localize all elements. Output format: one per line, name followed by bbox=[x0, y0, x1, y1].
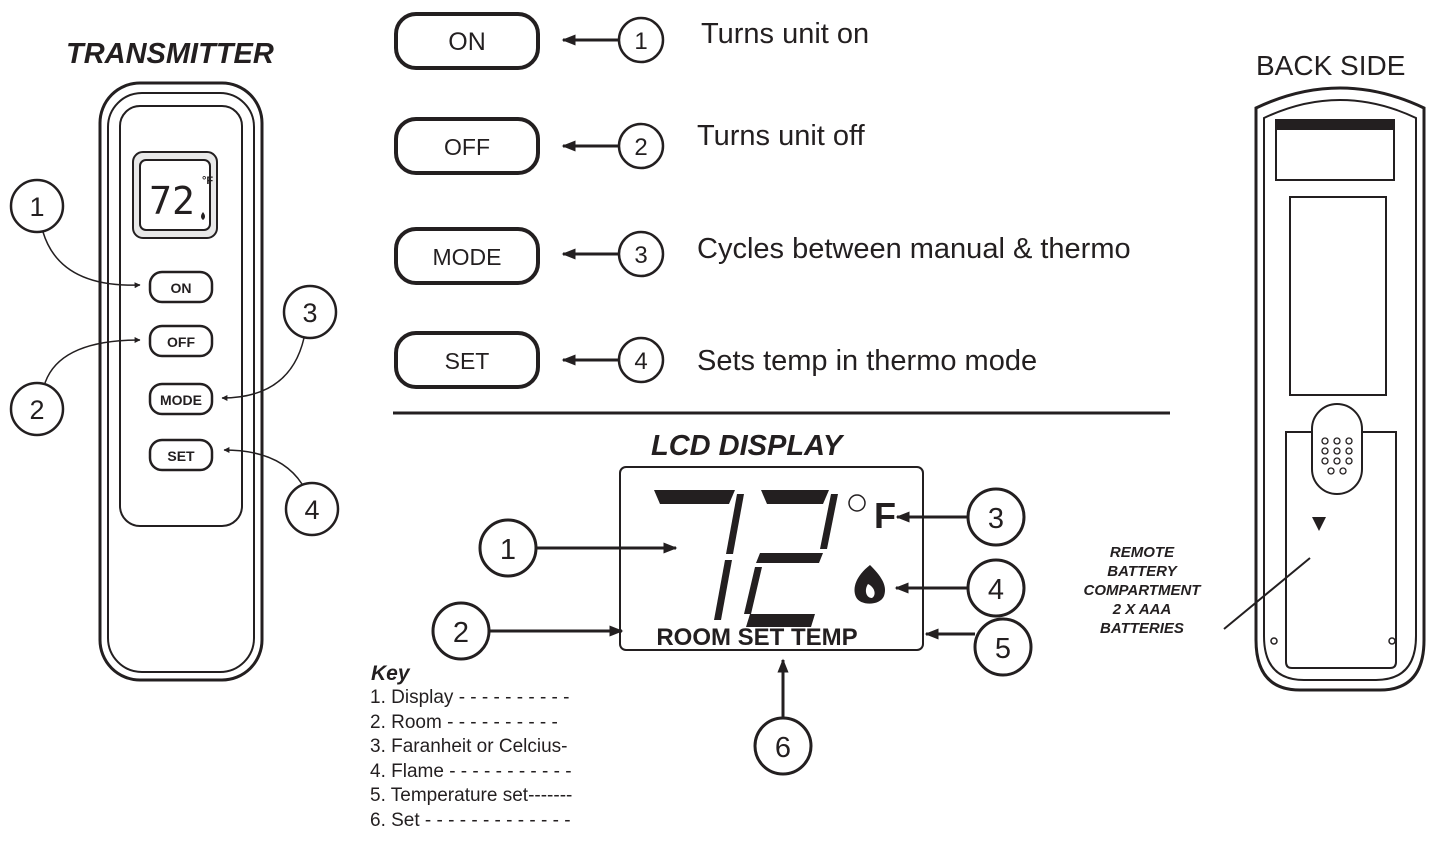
legend-desc-off: Turns unit off bbox=[697, 120, 865, 152]
transmitter-callout-4: 4 bbox=[223, 447, 340, 537]
legend-row-on: ON 1 bbox=[394, 12, 665, 70]
svg-text:MODE: MODE bbox=[160, 392, 202, 408]
back-side-title: BACK SIDE bbox=[1256, 50, 1406, 81]
svg-text:SET: SET bbox=[445, 348, 490, 374]
lcd-callout-3: 3 bbox=[895, 487, 1026, 547]
legend-row-mode: MODE 3 bbox=[394, 227, 665, 285]
lcd-flame-icon bbox=[854, 565, 886, 604]
svg-text:OFF: OFF bbox=[167, 334, 195, 350]
battery-note-line: COMPARTMENT bbox=[1083, 582, 1201, 599]
key-item: 4. Flame - - - - - - - - - - - bbox=[370, 760, 572, 782]
svg-text:3: 3 bbox=[302, 298, 317, 328]
svg-text:SET: SET bbox=[167, 448, 195, 464]
transmitter-flame-icon bbox=[201, 212, 205, 220]
back-side-remote bbox=[1254, 86, 1426, 692]
lcd-callout-2: 2 bbox=[431, 601, 624, 661]
svg-text:3: 3 bbox=[634, 242, 647, 269]
svg-text:1: 1 bbox=[634, 28, 647, 55]
svg-text:2: 2 bbox=[634, 134, 647, 161]
battery-note-line: REMOTE bbox=[1109, 544, 1175, 561]
lcd-digit-7 bbox=[654, 490, 744, 620]
lcd-callout-1: 1 bbox=[478, 518, 678, 578]
transmitter-button-set[interactable]: SET bbox=[148, 438, 214, 472]
legend-row-off: OFF 2 bbox=[394, 117, 665, 175]
battery-note: REMOTE BATTERY COMPARTMENT 2 X AAA BATTE… bbox=[1074, 543, 1210, 638]
lcd-value: 72 bbox=[0, 0, 2, 1]
svg-text:1: 1 bbox=[29, 192, 44, 222]
battery-note-line: BATTERY bbox=[1107, 563, 1177, 580]
key-item: 6. Set - - - - - - - - - - - - - bbox=[370, 809, 571, 831]
lcd-callout-4: 4 bbox=[894, 558, 1026, 618]
key-item: 3. Faranheit or Celcius- bbox=[370, 736, 568, 757]
transmitter-callout-2: 2 bbox=[9, 337, 141, 437]
svg-text:2: 2 bbox=[453, 617, 469, 649]
svg-text:2: 2 bbox=[29, 395, 44, 425]
key-title: Key bbox=[371, 662, 410, 685]
svg-text:MODE: MODE bbox=[433, 244, 502, 270]
transmitter-display-unit: °F bbox=[202, 175, 213, 187]
svg-text:ON: ON bbox=[448, 28, 486, 56]
lcd-callout-6: 6 bbox=[753, 658, 813, 776]
legend-desc-set: Sets temp in thermo mode bbox=[697, 345, 1038, 377]
key-list: 1. Display - - - - - - - - - - 2. Room -… bbox=[370, 686, 572, 833]
key-item: 1. Display - - - - - - - - - - bbox=[370, 687, 570, 708]
legend-desc-on: Turns unit on bbox=[701, 18, 870, 50]
battery-pointer-line bbox=[1223, 557, 1311, 630]
transmitter-title: TRANSMITTER bbox=[66, 38, 274, 70]
transmitter-display-value: 72 bbox=[149, 179, 195, 223]
lcd-callout-5: 5 bbox=[924, 617, 1033, 677]
lcd-title: LCD DISPLAY bbox=[651, 430, 843, 462]
lcd-unit: F bbox=[874, 495, 896, 536]
legend-desc-mode: Cycles between manual & thermo bbox=[697, 233, 1131, 265]
transmitter-button-off[interactable]: OFF bbox=[148, 324, 214, 358]
svg-text:6: 6 bbox=[775, 732, 791, 764]
key-item: 5. Temperature set------- bbox=[370, 785, 573, 806]
transmitter-callout-1: 1 bbox=[9, 178, 141, 289]
transmitter-callout-3: 3 bbox=[221, 284, 338, 401]
svg-text:ON: ON bbox=[171, 280, 192, 296]
svg-text:4: 4 bbox=[634, 348, 647, 375]
svg-text:5: 5 bbox=[995, 633, 1011, 665]
transmitter-button-on[interactable]: ON bbox=[148, 270, 214, 304]
key-item: 2. Room - - - - - - - - - - bbox=[370, 711, 558, 733]
transmitter-remote bbox=[98, 81, 264, 682]
svg-text:3: 3 bbox=[988, 503, 1004, 535]
battery-release-arrow-icon bbox=[1312, 517, 1326, 531]
lcd-status: ROOM SET TEMP bbox=[656, 624, 857, 651]
battery-note-line: BATTERIES bbox=[1100, 620, 1184, 637]
svg-text:1: 1 bbox=[500, 534, 516, 566]
legend-row-set: SET 4 bbox=[394, 331, 665, 389]
lcd-digit-2 bbox=[744, 490, 838, 627]
svg-text:4: 4 bbox=[304, 495, 319, 525]
svg-text:OFF: OFF bbox=[444, 134, 490, 160]
battery-note-line: 2 X AAA bbox=[1112, 601, 1172, 618]
transmitter-button-mode[interactable]: MODE bbox=[148, 382, 214, 416]
lcd-degree-icon bbox=[848, 494, 866, 512]
svg-text:4: 4 bbox=[988, 574, 1004, 606]
